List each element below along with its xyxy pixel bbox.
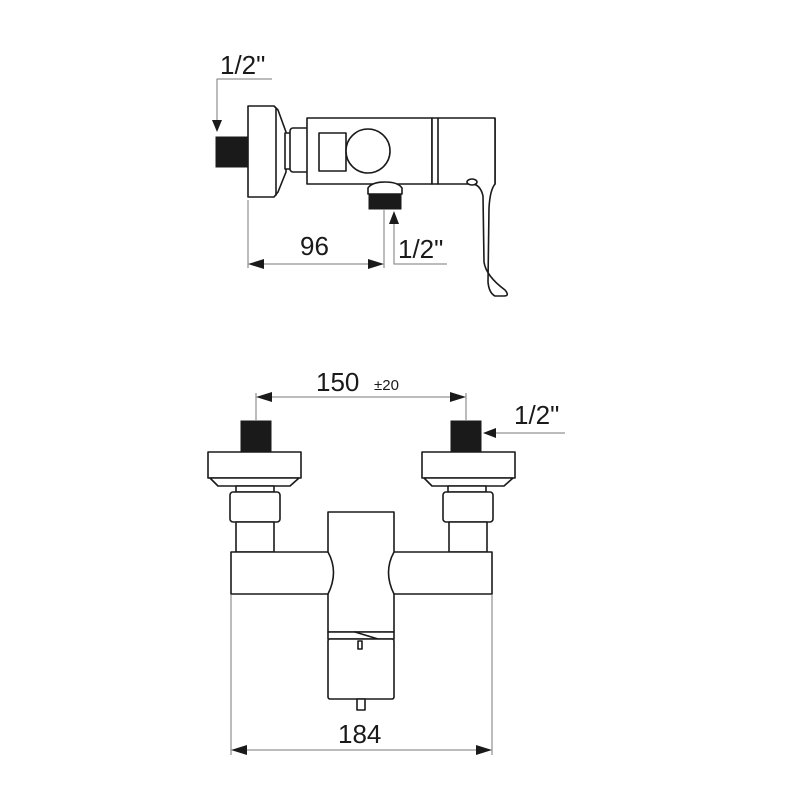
- front-centers-tolerance: ±20: [374, 377, 399, 394]
- left-coupling-nut: [229, 491, 281, 523]
- side-outlet-thread-callout: 1/2": [389, 211, 447, 265]
- right-inlet-thread: [450, 420, 482, 454]
- right-arm: [387, 551, 493, 595]
- arrow-left-icon: [231, 745, 247, 755]
- arrow-right-icon: [450, 392, 466, 402]
- arrow-right-icon: [368, 259, 384, 269]
- central-body: [327, 511, 395, 633]
- arrow-left-icon: [248, 259, 264, 269]
- arrow-up-icon: [389, 211, 399, 224]
- arrow-left-icon: [256, 392, 272, 402]
- right-inlet-assembly: [421, 420, 516, 553]
- left-inlet-assembly: [207, 420, 302, 553]
- body-boss: [345, 128, 391, 174]
- front-width-dimension: 184: [230, 595, 493, 755]
- wall-flange: [247, 105, 287, 198]
- front-inlet-thread-callout: 1/2": [483, 400, 565, 438]
- arrow-left-icon: [483, 428, 496, 438]
- side-depth-dimension: 96: [247, 200, 385, 269]
- lever-handle: [469, 118, 509, 297]
- arrow-down-icon: [212, 120, 222, 132]
- left-inlet-thread: [240, 420, 272, 454]
- side-outlet-thread-label: 1/2": [398, 234, 443, 264]
- side-depth-label: 96: [300, 231, 329, 261]
- outlet-cap: [367, 181, 403, 195]
- lever-tip: [356, 698, 366, 711]
- right-coupling-nut: [442, 491, 494, 523]
- side-inlet-thread-label: 1/2": [220, 50, 265, 80]
- inlet-thread: [215, 136, 249, 168]
- left-arm: [230, 551, 336, 595]
- front-centers-dimension: 150 ±20: [255, 367, 467, 420]
- arrow-right-icon: [476, 745, 492, 755]
- side-inlet-thread-callout: 1/2": [212, 50, 272, 132]
- front-centers-label: 150: [316, 367, 359, 397]
- front-view: 150 ±20 1/2": [207, 367, 565, 755]
- front-inlet-thread-label: 1/2": [514, 400, 559, 430]
- outlet-thread: [368, 193, 402, 210]
- front-width-label: 184: [338, 719, 381, 749]
- side-view: 1/2" 1/2": [212, 50, 509, 297]
